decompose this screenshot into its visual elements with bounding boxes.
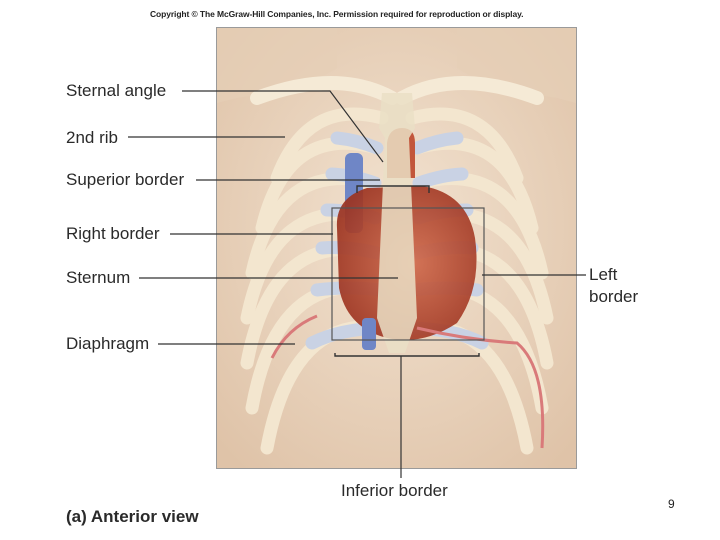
label-sternum: Sternum [66, 268, 131, 287]
thorax-drawing [217, 28, 576, 468]
copyright-notice: Copyright © The McGraw-Hill Companies, I… [150, 9, 524, 19]
page-number: 9 [668, 497, 675, 511]
thorax-illustration [216, 27, 577, 469]
label-inferior-border: Inferior border [341, 481, 448, 500]
inferior-vena-cava [362, 318, 376, 350]
label-left-border-line1: Left [589, 265, 618, 284]
label-sternal-angle: Sternal angle [66, 81, 167, 100]
figure-caption: (a) Anterior view [66, 507, 199, 526]
diaphragm-right [270, 314, 318, 359]
inferior-border-bracket [334, 353, 480, 357]
sternum-bone [377, 93, 417, 353]
left-clavicle [395, 76, 544, 105]
label-left-border-line2: border [589, 287, 639, 306]
heart-border-box [331, 207, 485, 341]
label-left-border: Left border [589, 264, 638, 308]
superior-border-bracket [356, 185, 430, 193]
left-shoulder [217, 28, 337, 103]
label-second-rib: 2nd rib [66, 128, 118, 147]
diaphragm-left [416, 326, 545, 449]
right-shoulder [457, 28, 576, 103]
label-right-border: Right border [66, 224, 160, 243]
label-superior-border: Superior border [66, 170, 185, 189]
label-diaphragm: Diaphragm [66, 334, 150, 353]
